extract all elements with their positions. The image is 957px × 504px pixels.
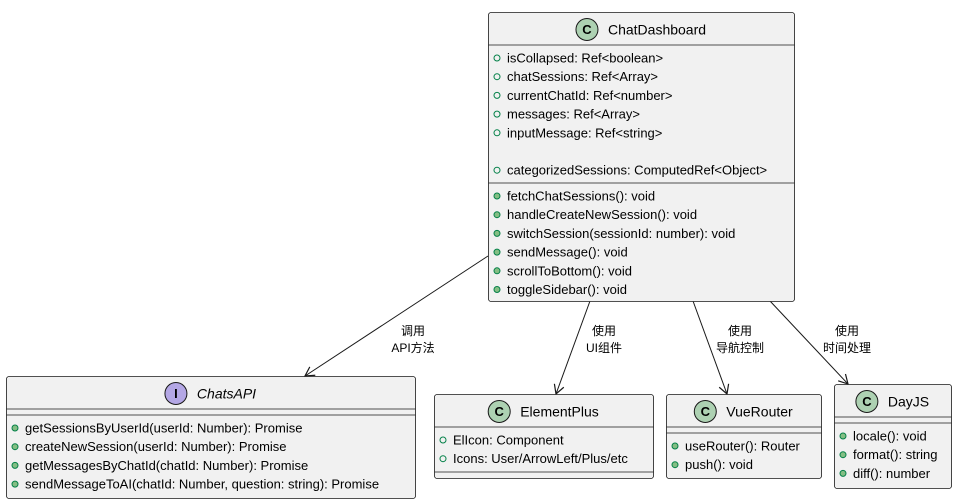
vue-router-class-name: VueRouter [726, 404, 793, 420]
method-item: getSessionsByUserId(userId: Number): Pro… [25, 421, 302, 436]
method-item: switchSession(sessionId: number): void [507, 226, 735, 241]
chat-dashboard-box-outline [488, 12, 795, 302]
method-item: locale(): void [853, 429, 927, 444]
method-item: format(): string [853, 447, 938, 462]
chat-dashboard-class-name: ChatDashboard [608, 22, 706, 38]
public-method-icon [839, 469, 847, 477]
rel-api-dependency-edge[interactable]: 调用 API方法 [303, 255, 489, 377]
method-item: toggleSidebar(): void [507, 282, 627, 297]
stereotype-letter: C [582, 22, 592, 37]
relation-label: 调用 [401, 324, 425, 338]
method-item: useRouter(): Router [685, 439, 801, 454]
field-item: messages: Ref<Array> [507, 107, 640, 122]
stereotype-letter: I [174, 386, 178, 401]
relation-label: 使用 [728, 323, 752, 338]
public-field-icon [493, 110, 501, 118]
field-item: currentChatId: Ref<number> [507, 88, 672, 103]
field-item: isCollapsed: Ref<boolean> [507, 51, 663, 66]
public-method-icon [839, 451, 847, 459]
public-field-icon [493, 129, 501, 137]
public-method-icon [11, 424, 19, 432]
public-method-icon [11, 480, 19, 488]
method-item: createNewSession(userId: Number): Promis… [25, 439, 287, 454]
class-stereotype-icon [575, 18, 599, 41]
stereotype-letter: C [495, 404, 505, 419]
dayjs-class-name: DayJS [888, 394, 929, 410]
public-field-icon [493, 166, 501, 174]
public-method-icon [11, 443, 19, 451]
method-item: sendMessageToAI(chatId: Number, question… [25, 477, 379, 492]
public-method-icon [493, 248, 501, 256]
relation-label: 使用 [592, 323, 616, 338]
public-method-icon [493, 229, 501, 237]
method-item: getMessagesByChatId(chatId: Number): Pro… [25, 458, 308, 473]
class-stereotype-icon [487, 400, 511, 423]
relation-label: UI组件 [586, 341, 622, 355]
method-item: sendMessage(): void [507, 245, 628, 260]
public-field-icon [493, 73, 501, 81]
method-item: scrollToBottom(): void [507, 263, 632, 278]
stereotype-letter: C [701, 404, 711, 419]
method-item: diff(): number [853, 466, 931, 481]
field-item: ElIcon: Component [453, 433, 564, 448]
element-plus-class-name: ElementPlus [520, 404, 599, 420]
class-stereotype-icon [693, 400, 717, 423]
method-item: fetchChatSessions(): void [507, 189, 655, 204]
public-method-icon [493, 286, 501, 293]
dependency-arrow [769, 300, 849, 385]
public-method-icon [493, 211, 501, 219]
dependency-arrow [692, 300, 730, 396]
public-method-icon [671, 461, 679, 469]
relation-label: 使用 [835, 323, 859, 338]
rel-element-dependency-edge[interactable]: 使用 UI组件 [553, 300, 622, 396]
public-field-icon [439, 436, 447, 444]
dependency-arrow [553, 300, 591, 396]
method-item: push(): void [685, 457, 753, 472]
method-item: handleCreateNewSession(): void [507, 207, 697, 222]
relation-label: 导航控制 [716, 340, 764, 355]
interface-stereotype-icon [164, 382, 188, 405]
public-method-icon [11, 461, 19, 469]
class-stereotype-icon [855, 390, 879, 413]
public-method-icon [839, 432, 847, 440]
public-field-icon [493, 54, 501, 62]
public-method-icon [671, 442, 679, 450]
stereotype-letter: C [862, 394, 872, 409]
public-field-icon [439, 455, 447, 463]
public-method-icon [493, 192, 501, 200]
field-item: Icons: User/ArrowLeft/Plus/etc [453, 451, 628, 466]
relation-label: 时间处理 [823, 341, 871, 355]
field-item: inputMessage: Ref<string> [507, 125, 662, 140]
dependency-arrow [303, 255, 489, 377]
field-item: chatSessions: Ref<Array> [507, 69, 658, 84]
public-method-icon [493, 267, 501, 275]
public-field-icon [493, 91, 501, 99]
field-item: categorizedSessions: ComputedRef<Object> [507, 163, 767, 178]
chats-api-box-outline [6, 376, 416, 499]
relation-label: API方法 [391, 340, 434, 355]
chats-api-class-name: ChatsAPI [197, 386, 256, 402]
